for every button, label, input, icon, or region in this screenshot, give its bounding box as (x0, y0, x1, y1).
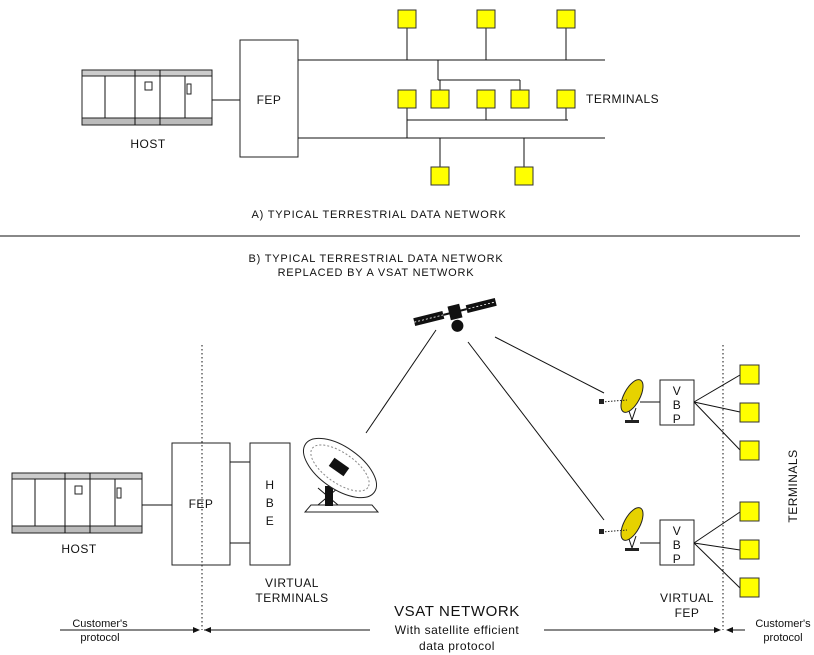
hbe-letter-b: B (266, 496, 275, 510)
fep-label: FEP (257, 93, 282, 107)
terminal-icon (398, 10, 416, 28)
section-a: HOST FEP TERMINALS (82, 10, 659, 221)
terminal-icon (740, 403, 759, 422)
terminal-icon (398, 90, 416, 108)
virtual-fep-line2: FEP (675, 606, 700, 620)
host-label: HOST (61, 542, 97, 556)
section-a-caption: A) TYPICAL TERRESTRIAL DATA NETWORK (252, 209, 507, 221)
vbp-letter-p: P (673, 412, 682, 426)
fep-label: FEP (189, 497, 214, 511)
vbp-letter-v: V (673, 524, 682, 538)
vsat-antenna-icon (599, 504, 648, 551)
host-computer-icon (82, 70, 212, 125)
terminal-icon (740, 540, 759, 559)
host-computer-icon (12, 473, 142, 533)
terminal-icon (431, 90, 449, 108)
vsat-network-subtitle-2: data protocol (419, 639, 495, 653)
terminal-icon (477, 10, 495, 28)
hbe-letter-h: H (265, 478, 274, 492)
terminals-label: TERMINALS (586, 92, 659, 106)
vbp-letter-b: B (673, 398, 682, 412)
terminal-icon (477, 90, 495, 108)
vbp-letter-v: V (673, 384, 682, 398)
hub-antenna-icon (294, 427, 387, 512)
customer-protocol-left-2: protocol (80, 632, 119, 644)
terminal-icon (740, 365, 759, 384)
terminal-icon (740, 441, 759, 460)
section-b-caption-line2: REPLACED BY A VSAT NETWORK (278, 267, 475, 279)
host-label: HOST (130, 137, 166, 151)
terminal-icon (515, 167, 533, 185)
vbp-letter-p: P (673, 552, 682, 566)
customer-protocol-right-1: Customer's (755, 618, 811, 630)
satellite-icon (413, 295, 501, 342)
virtual-fep-line1: VIRTUAL (660, 591, 714, 605)
customer-protocol-left-1: Customer's (72, 618, 128, 630)
section-b: B) TYPICAL TERRESTRIAL DATA NETWORK REPL… (12, 253, 811, 653)
customer-protocol-right-2: protocol (763, 632, 802, 644)
vsat-network-title: VSAT NETWORK (394, 603, 520, 620)
vbp-letter-b: B (673, 538, 682, 552)
terminal-icon (740, 502, 759, 521)
terminal-icon (740, 578, 759, 597)
terminal-icon (557, 90, 575, 108)
terminal-icon (511, 90, 529, 108)
vsat-network-subtitle-1: With satellite efficient (395, 623, 520, 637)
terminal-icon (557, 10, 575, 28)
terminals-vertical-label: TERMINALS (786, 449, 800, 522)
hbe-letter-e: E (266, 514, 275, 528)
terminal-icon (431, 167, 449, 185)
vsat-antenna-icon (599, 376, 648, 423)
section-b-caption-line1: B) TYPICAL TERRESTRIAL DATA NETWORK (249, 253, 504, 265)
virtual-terminals-line1: VIRTUAL (265, 576, 319, 590)
virtual-terminals-line2: TERMINALS (255, 591, 328, 605)
